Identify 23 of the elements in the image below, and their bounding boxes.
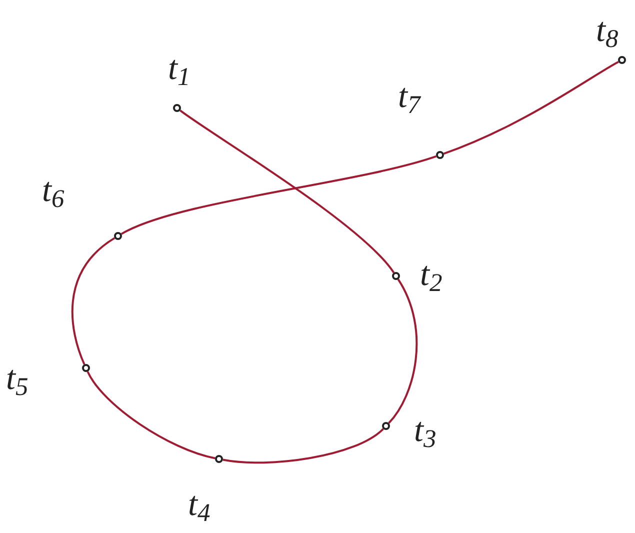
curve-segment bbox=[71, 237, 116, 365]
point-marker bbox=[392, 272, 400, 280]
point-marker bbox=[82, 364, 90, 372]
curve-segment bbox=[443, 60, 619, 155]
point-marker bbox=[436, 151, 444, 159]
point-label: t$_{7}$ bbox=[398, 80, 420, 114]
point-label: t$_{5}$ bbox=[6, 362, 28, 396]
curve-segment bbox=[86, 371, 216, 460]
point-label: t$_{4}$ bbox=[188, 488, 210, 522]
point-marker bbox=[382, 422, 390, 430]
point-marker bbox=[114, 232, 122, 240]
point-marker bbox=[618, 56, 626, 64]
point-label: t$_{2}$ bbox=[420, 258, 442, 292]
point-marker bbox=[173, 104, 181, 112]
point-label: t$_{1}$ bbox=[168, 52, 190, 86]
curve-segment bbox=[388, 278, 418, 424]
point-label: t$_{6}$ bbox=[42, 174, 64, 208]
point-marker bbox=[215, 455, 223, 463]
point-label: t$_{8}$ bbox=[596, 14, 618, 48]
point-label: t$_{3}$ bbox=[414, 414, 436, 448]
curve-segment bbox=[180, 110, 395, 274]
curve-segment bbox=[222, 428, 384, 464]
curve-segment bbox=[120, 155, 437, 235]
